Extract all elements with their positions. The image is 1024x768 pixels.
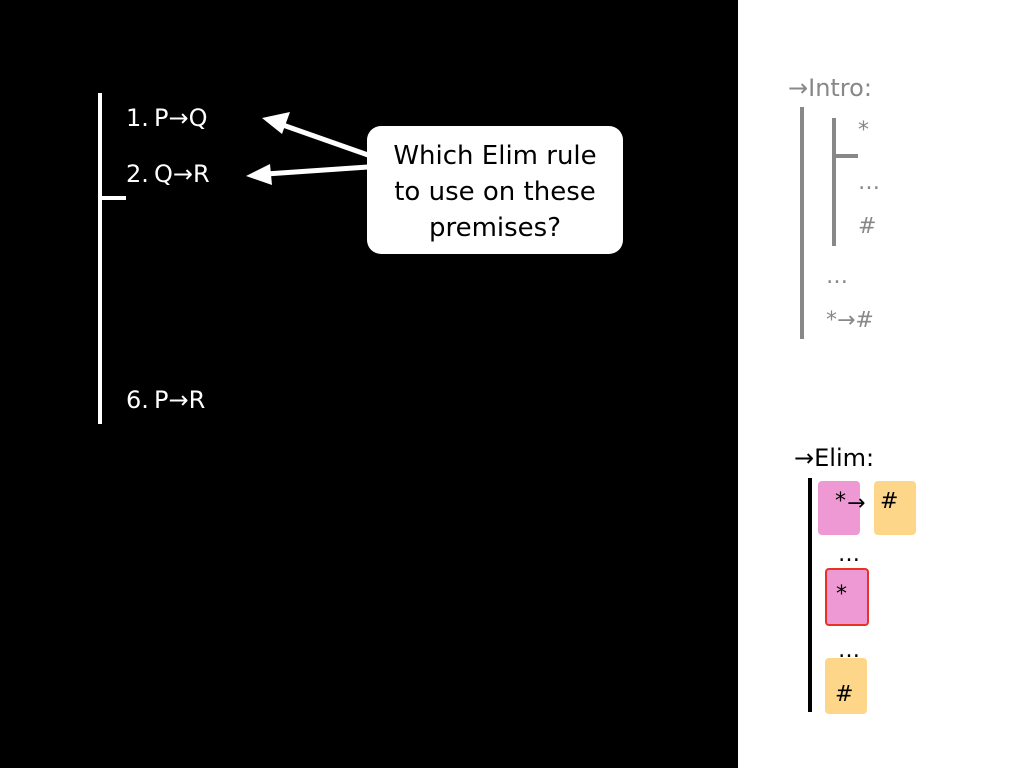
proof-line-2: 2.Q→R: [126, 160, 210, 188]
intro-dots-2: …: [826, 264, 848, 289]
intro-dots-1: …: [858, 170, 880, 195]
antecedent-box: [825, 568, 869, 626]
question-callout: Which Elim rule to use on these premises…: [367, 126, 623, 254]
formula: Q→R: [154, 160, 210, 188]
intro-result: #: [858, 214, 877, 239]
formula: P→R: [154, 386, 206, 414]
line-number: 6.: [126, 386, 149, 414]
proof-line-6: 6.P→R: [126, 386, 205, 414]
intro-outer-bar: [800, 107, 804, 339]
arrow-to-line-2: [246, 164, 369, 185]
elim-dots-1: …: [838, 542, 860, 567]
formula: P→Q: [154, 104, 208, 132]
consequent: #: [835, 682, 854, 707]
conditional-consequent-box: [874, 481, 916, 535]
proof-line-1: 1.P→Q: [126, 104, 207, 132]
intro-assumption-separator: [832, 154, 858, 158]
intro-subproof-bar: [832, 118, 836, 246]
proof-scope-bar: [98, 93, 102, 424]
line-number: 2.: [126, 160, 149, 188]
conditional-antecedent: *: [835, 489, 846, 514]
premise-separator: [98, 196, 126, 200]
proof-panel: 1.P→Q 2.Q→R 6.P→R Which Elim rule to use…: [98, 93, 623, 424]
conditional-arrow: →: [847, 491, 866, 516]
intro-rule-title: →Intro:: [788, 74, 872, 102]
line-number: 1.: [126, 104, 149, 132]
conditional-antecedent-box: [818, 481, 860, 535]
arrow-to-line-1: [262, 112, 369, 158]
elim-dots-2: …: [838, 638, 860, 663]
elim-scope-bar: [808, 478, 812, 712]
callout-line-1: Which Elim rule: [393, 141, 597, 171]
conditional-consequent: #: [880, 489, 899, 514]
consequent-box: [825, 658, 867, 714]
intro-conclusion: *→#: [826, 308, 874, 333]
intro-assumption: *: [858, 118, 869, 143]
callout-arrows: [246, 112, 369, 185]
antecedent: *: [836, 582, 847, 607]
rules-panel: →Intro: * … # … *→# →Elim: * → # … * … #: [738, 0, 1024, 768]
elim-rule-title: →Elim:: [794, 444, 875, 472]
callout-line-2: to use on these: [394, 177, 596, 207]
callout-line-3: premises?: [428, 213, 562, 243]
